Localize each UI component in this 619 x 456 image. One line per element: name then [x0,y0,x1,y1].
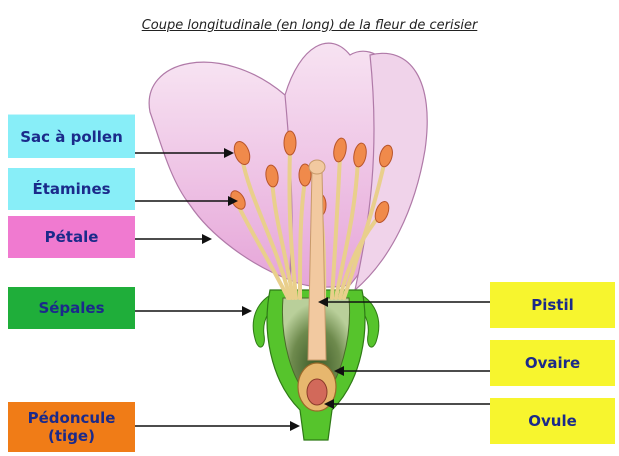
label-sepales: Sépales [8,287,135,329]
label-pedoncule-line1: Pédoncule [28,409,116,427]
label-pistil: Pistil [490,282,615,328]
label-pedoncule-line2: (tige) [48,427,95,445]
label-ovaire: Ovaire [490,340,615,386]
label-pedoncule: Pédoncule (tige) [8,402,135,452]
label-ovule: Ovule [490,398,615,444]
label-etamines: Étamines [8,168,135,210]
label-sac-a-pollen: Sac à pollen [8,114,135,158]
ovule-shape [307,379,327,405]
label-petale: Pétale [8,216,135,258]
